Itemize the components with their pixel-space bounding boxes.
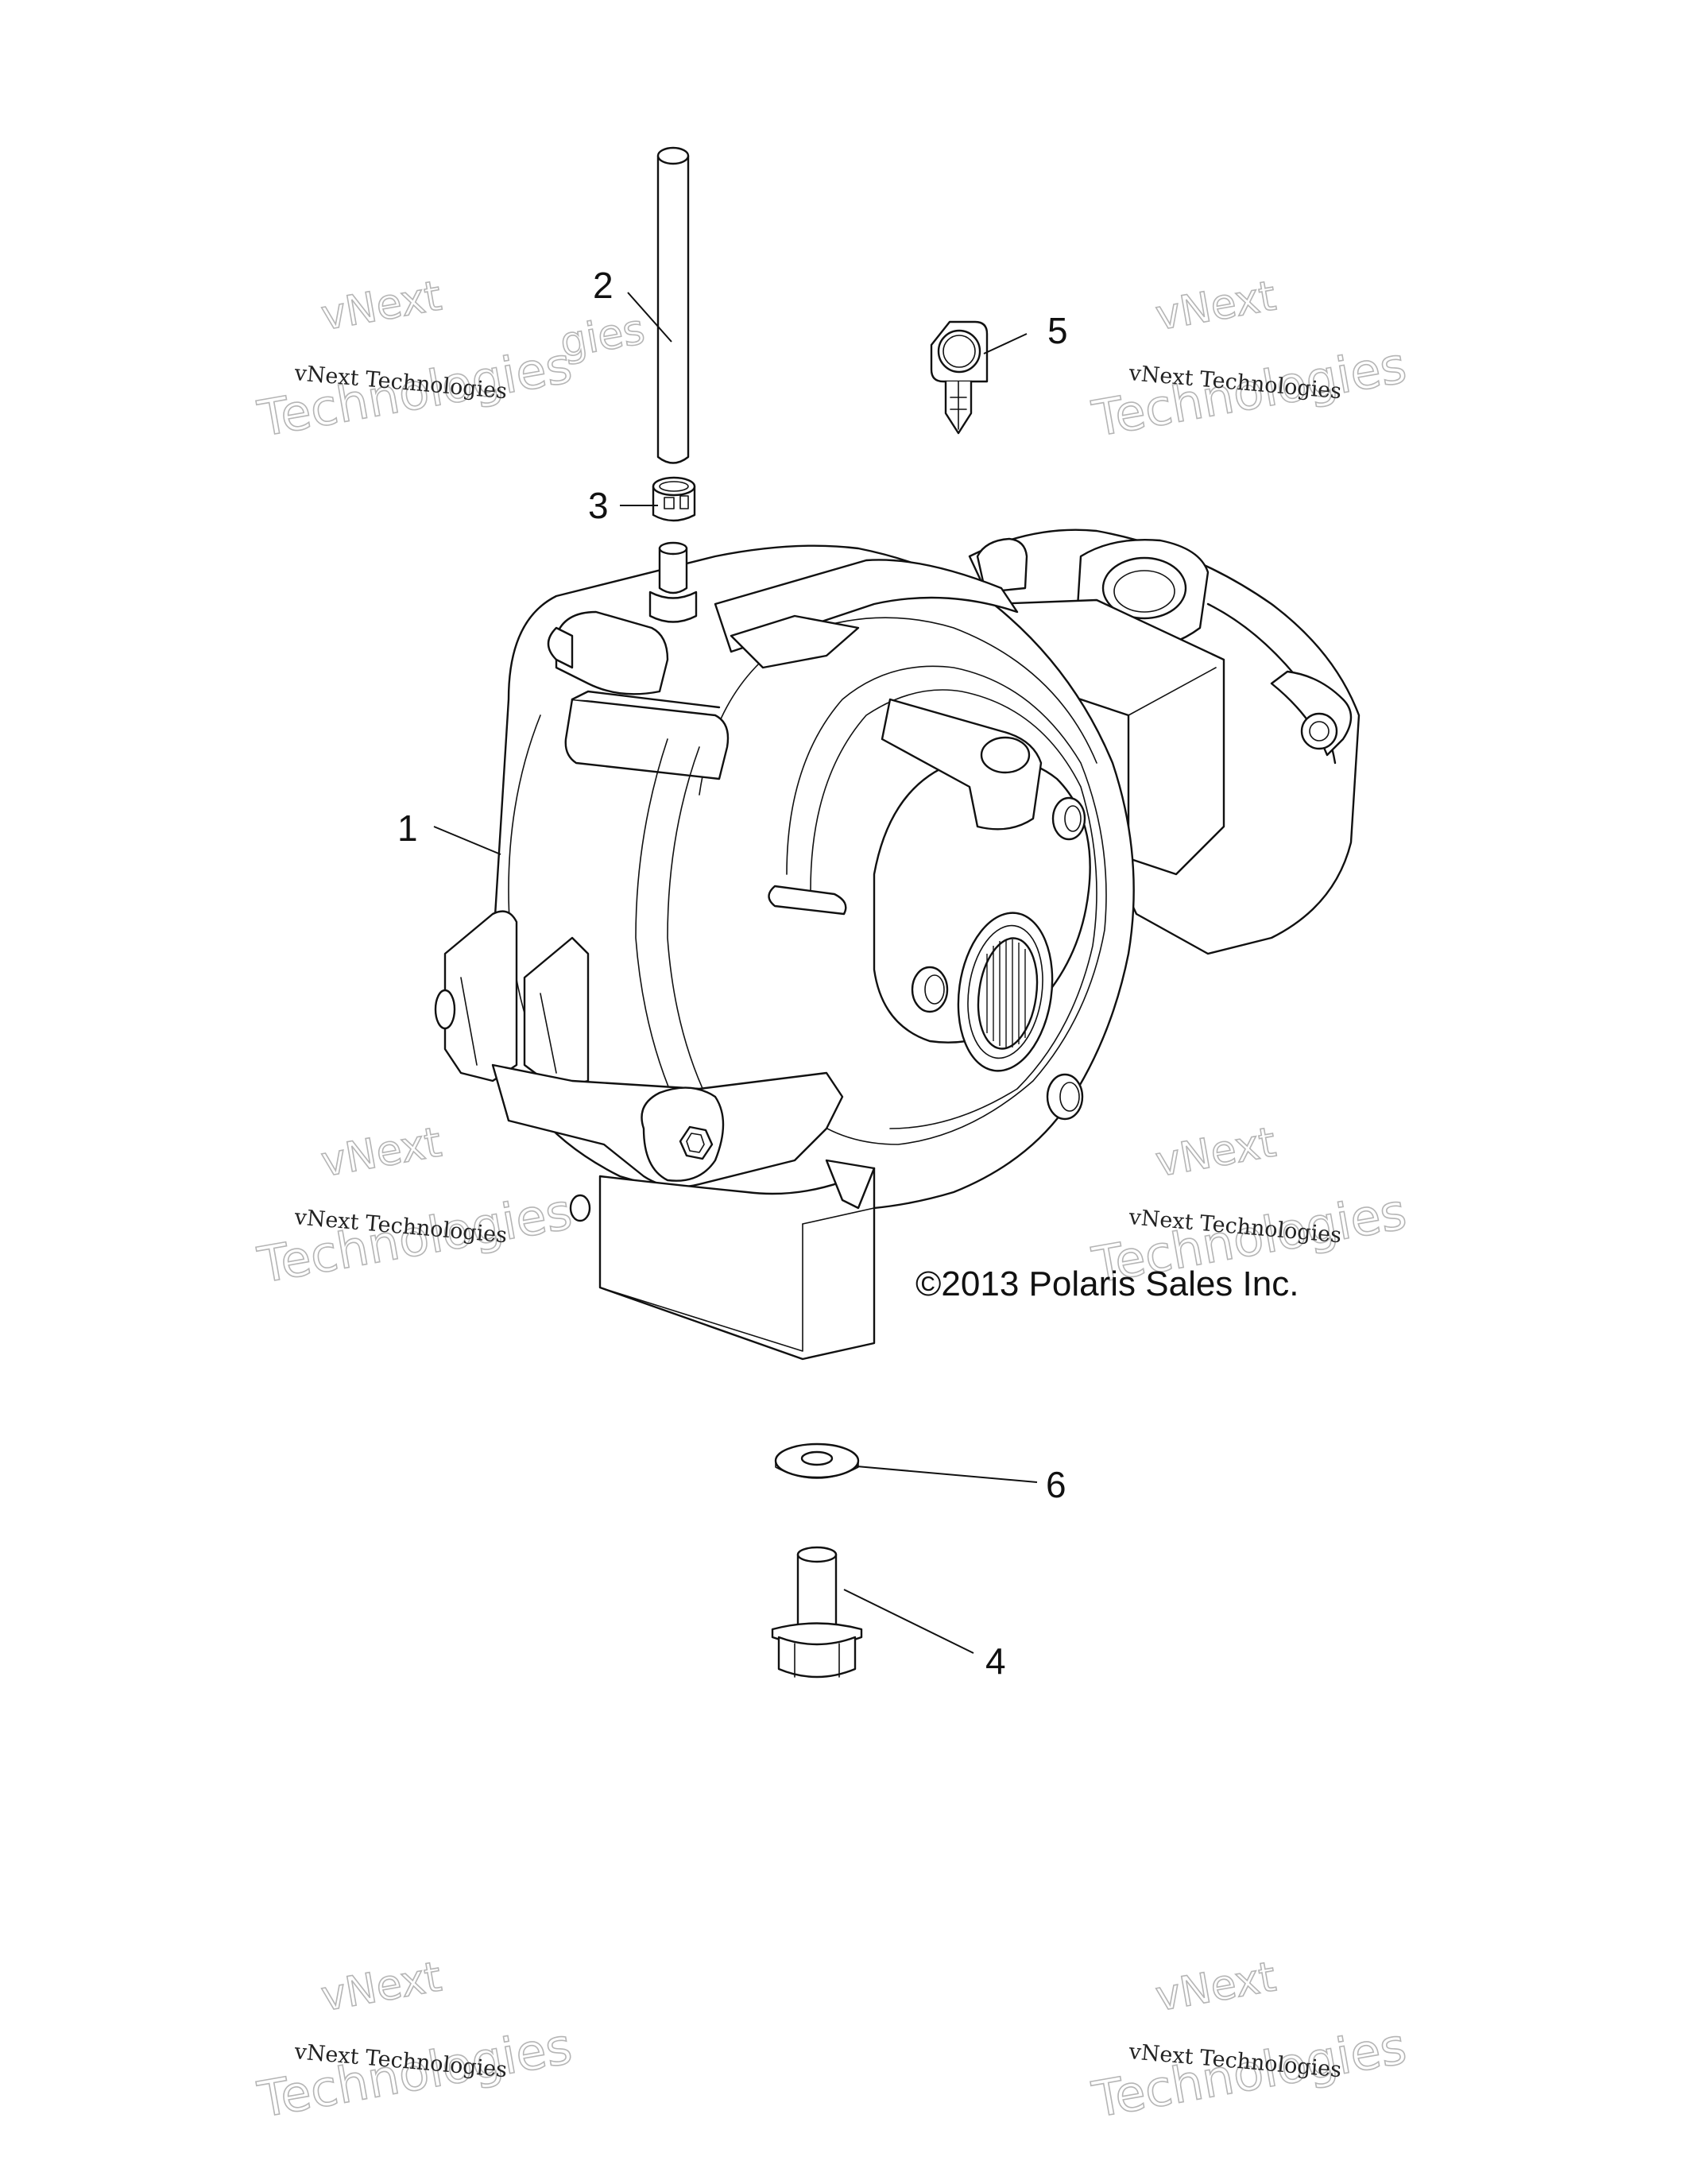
watermark-top-left: vNext Technologies gies xyxy=(253,272,648,449)
part-1-gearcase xyxy=(434,529,1361,1361)
leader-1 xyxy=(433,826,501,855)
svg-text:vNext: vNext xyxy=(1152,273,1279,340)
copyright-notice: ©2013 Polaris Sales Inc. xyxy=(915,1264,1299,1303)
callout-2: 2 xyxy=(593,265,614,306)
drain-plug-hex xyxy=(679,1125,714,1160)
callout-4: 4 xyxy=(985,1640,1006,1682)
part-3-clamp xyxy=(652,476,696,522)
part-4-bolt xyxy=(771,1546,863,1679)
watermark-top-right: vNext Technologies xyxy=(1087,272,1411,449)
watermark-fragment: gies xyxy=(556,306,648,368)
leader-4 xyxy=(843,1589,974,1654)
callout-5: 5 xyxy=(1047,310,1068,351)
watermark-mid-left: vNext Technologies xyxy=(253,1118,576,1295)
svg-text:vNext: vNext xyxy=(318,273,445,340)
svg-text:vNext: vNext xyxy=(318,1954,445,2021)
cover-bosses xyxy=(911,796,1086,1121)
svg-text:vNext: vNext xyxy=(1152,1954,1279,2021)
callout-6: 6 xyxy=(1046,1464,1066,1505)
watermark-bottom-left: vNext Technologies xyxy=(253,1953,576,2130)
svg-text:vNext: vNext xyxy=(1152,1119,1279,1187)
leader-2 xyxy=(627,292,672,343)
leader-5 xyxy=(983,333,1028,354)
leader-6 xyxy=(856,1466,1038,1483)
callout-3: 3 xyxy=(588,485,609,526)
svg-text:vNext: vNext xyxy=(318,1119,445,1187)
part-6-washer xyxy=(774,1442,860,1479)
watermark-bottom-right: vNext Technologies xyxy=(1087,1953,1411,2130)
spline-teeth xyxy=(986,939,1026,1047)
part-5-plug xyxy=(930,320,989,435)
callout-1: 1 xyxy=(397,807,418,849)
part-2-vent-tube xyxy=(656,146,690,464)
